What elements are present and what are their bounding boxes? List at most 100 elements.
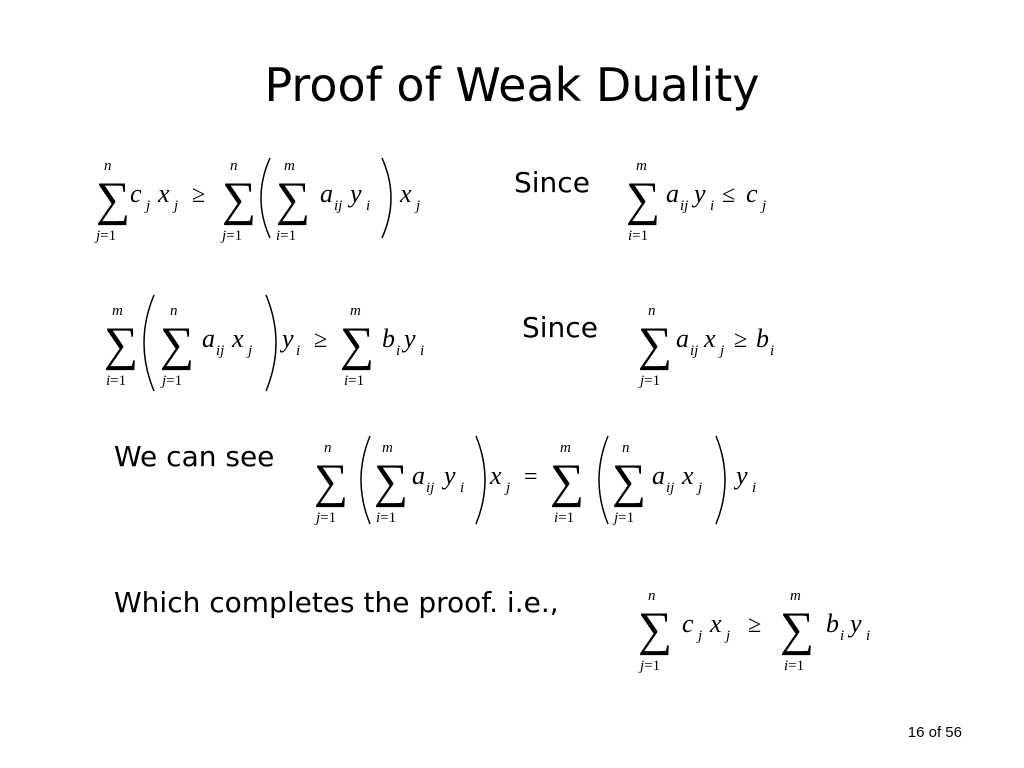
svg-text:∑: ∑: [222, 173, 256, 226]
svg-text:j=1: j=1: [612, 510, 634, 526]
svg-text:j=1: j=1: [160, 373, 182, 389]
svg-text:j=1: j=1: [220, 228, 242, 244]
svg-text:i: i: [710, 198, 714, 214]
svg-text:j=1: j=1: [638, 373, 660, 389]
svg-text:i=1: i=1: [106, 373, 126, 389]
svg-text:∑: ∑: [626, 173, 660, 226]
svg-text:y: y: [401, 324, 416, 353]
svg-text:n: n: [324, 440, 332, 456]
svg-text:n: n: [230, 158, 238, 174]
since-label-1: Since: [514, 166, 590, 199]
svg-text:=: =: [524, 464, 538, 490]
svg-text:x: x: [703, 324, 716, 353]
svg-text:i: i: [840, 628, 844, 644]
svg-text:m: m: [382, 440, 393, 456]
svg-text:ij: ij: [216, 343, 224, 359]
svg-text:∑: ∑: [314, 455, 348, 508]
svg-text:i: i: [366, 198, 370, 214]
svg-text:≥: ≥: [748, 612, 761, 638]
svg-text:j: j: [414, 198, 420, 214]
svg-text:m: m: [560, 440, 571, 456]
svg-text:ij: ij: [680, 198, 688, 214]
svg-text:i: i: [752, 480, 756, 496]
svg-text:∑: ∑: [160, 318, 194, 371]
svg-text:ij: ij: [666, 480, 674, 496]
svg-text:m: m: [284, 158, 295, 174]
svg-text:c: c: [682, 609, 694, 638]
svg-text:≤: ≤: [722, 182, 735, 208]
svg-text:b: b: [826, 609, 839, 638]
svg-text:j: j: [760, 198, 766, 214]
svg-text:∑: ∑: [374, 455, 408, 508]
svg-text:i=1: i=1: [628, 228, 648, 244]
svg-text:m: m: [350, 303, 361, 319]
svg-text:∑: ∑: [96, 173, 130, 226]
svg-text:j: j: [724, 628, 730, 644]
svg-text:n: n: [622, 440, 630, 456]
svg-text:x: x: [399, 179, 412, 208]
svg-text:i: i: [296, 343, 300, 359]
svg-text:b: b: [756, 324, 769, 353]
svg-text:y: y: [279, 324, 294, 353]
svg-text:j: j: [696, 628, 702, 644]
svg-text:∑: ∑: [612, 455, 646, 508]
svg-text:n: n: [648, 303, 656, 319]
svg-text:i: i: [770, 343, 774, 359]
svg-text:x: x: [709, 609, 722, 638]
svg-text:m: m: [112, 303, 123, 319]
svg-text:∑: ∑: [276, 173, 310, 226]
svg-text:x: x: [231, 324, 244, 353]
svg-text:i=1: i=1: [276, 228, 296, 244]
svg-text:∑: ∑: [638, 318, 672, 371]
svg-text:a: a: [676, 324, 689, 353]
svg-text:j=1: j=1: [638, 658, 660, 674]
svg-text:i: i: [866, 628, 870, 644]
svg-text:m: m: [636, 158, 647, 174]
svg-text:j: j: [696, 480, 702, 496]
svg-text:m: m: [790, 588, 801, 604]
svg-text:y: y: [441, 461, 456, 490]
svg-text:c: c: [130, 179, 142, 208]
svg-text:i: i: [420, 343, 424, 359]
svg-text:j: j: [246, 343, 252, 359]
we-can-see-label: We can see: [114, 440, 275, 473]
svg-text:i: i: [396, 343, 400, 359]
svg-text:a: a: [412, 461, 425, 490]
svg-text:y: y: [733, 461, 748, 490]
svg-text:a: a: [666, 179, 679, 208]
svg-text:j: j: [504, 480, 510, 496]
svg-text:∑: ∑: [340, 318, 374, 371]
svg-text:≥: ≥: [734, 327, 747, 353]
svg-text:∑: ∑: [550, 455, 584, 508]
page-number: 16 of 56: [907, 724, 962, 741]
svg-text:x: x: [489, 461, 502, 490]
svg-text:j: j: [718, 343, 724, 359]
since-label-2: Since: [522, 311, 598, 344]
svg-text:j=1: j=1: [314, 510, 336, 526]
svg-text:ij: ij: [426, 480, 434, 496]
svg-text:j=1: j=1: [94, 228, 116, 244]
svg-text:∑: ∑: [638, 603, 672, 656]
svg-text:i=1: i=1: [376, 510, 396, 526]
svg-text:≥: ≥: [192, 182, 205, 208]
svg-text:y: y: [691, 179, 706, 208]
svg-text:y: y: [847, 609, 862, 638]
which-completes-label: Which completes the proof. i.e.,: [114, 586, 559, 619]
svg-text:y: y: [347, 179, 362, 208]
svg-text:i=1: i=1: [554, 510, 574, 526]
svg-text:j: j: [144, 198, 150, 214]
svg-text:ij: ij: [690, 343, 698, 359]
svg-text:b: b: [382, 324, 395, 353]
svg-text:x: x: [157, 179, 170, 208]
svg-text:n: n: [170, 303, 178, 319]
svg-text:n: n: [648, 588, 656, 604]
svg-text:a: a: [652, 461, 665, 490]
svg-text:x: x: [681, 461, 694, 490]
svg-text:∑: ∑: [780, 603, 814, 656]
